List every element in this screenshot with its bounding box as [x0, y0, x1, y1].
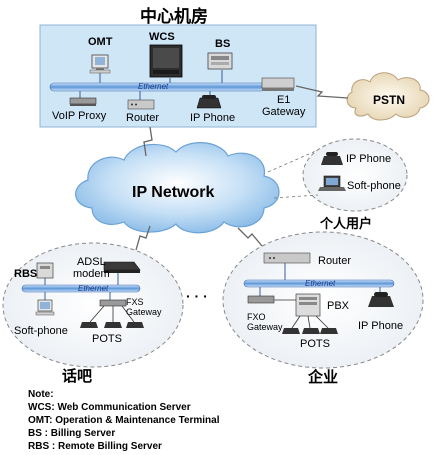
wcs-label: WCS — [149, 31, 175, 43]
note-line-omt: OMT: Operation & Maintenance Terminal — [28, 415, 220, 426]
adsl-modem-label: ADSL modem — [73, 256, 110, 280]
center-room-title: 中心机房 — [140, 7, 208, 26]
note-line-wcs: WCS: Web Communication Server — [28, 402, 191, 413]
rbs-label: RBS — [14, 268, 38, 280]
cloud-to-cafe-link — [135, 225, 151, 251]
center-to-cloud-link — [143, 126, 153, 157]
enterprise-ethernet-label: Ethernet — [305, 279, 336, 288]
fxo-gateway-icon — [247, 295, 275, 304]
pstn-cloud — [346, 72, 430, 121]
ip-network-cloud — [75, 142, 280, 234]
center-ip-phone-icon — [196, 95, 222, 109]
pbx-label: PBX — [327, 300, 350, 312]
enterprise-router-label: Router — [318, 255, 352, 267]
cafe-soft-phone-label: Soft-phone — [14, 325, 68, 337]
voip-proxy-label: VoIP Proxy — [52, 110, 107, 122]
pstn-link — [295, 85, 349, 99]
cafe-title: 话吧 — [62, 368, 93, 385]
note-line-rbs: RBS : Remote Billing Server — [28, 441, 162, 452]
note-heading: Note: — [28, 389, 54, 400]
personal-laptop-icon — [318, 175, 346, 191]
pstn-label: PSTN — [373, 93, 406, 107]
omt-computer-icon — [89, 54, 111, 74]
center-ip-phone-label: IP Phone — [190, 112, 236, 124]
cafe-pots-label: POTS — [92, 333, 122, 345]
enterprise-title: 企业 — [308, 369, 339, 386]
pbx-icon — [295, 293, 321, 317]
cafe-ethernet-label: Ethernet — [78, 284, 109, 293]
enterprise-pots-phones-icon — [282, 328, 338, 334]
personal-users-ellipse — [302, 138, 408, 212]
enterprise-ellipse — [222, 231, 424, 369]
personal-users-title: 个人用户 — [320, 216, 373, 231]
cloud-to-enterprise-link — [237, 227, 263, 247]
cafe-pots-phones-icon — [80, 322, 144, 328]
fxo-gateway-label: FXO Gateway — [247, 312, 283, 332]
adsl-modem-icon — [103, 261, 141, 273]
enterprise-ip-phone-label: IP Phone — [358, 320, 404, 332]
enterprise-ethernet-bar — [243, 279, 395, 288]
e1-gateway-icon — [261, 77, 295, 91]
omt-label: OMT — [88, 36, 113, 48]
ip-network-label: IP Network — [132, 184, 215, 201]
e1-gateway-label: E1 Gateway — [262, 94, 306, 118]
voip-proxy-icon — [69, 97, 97, 106]
rbs-server-icon — [36, 262, 54, 279]
cafe-ethernet-bar — [21, 284, 141, 293]
cafe-softphone-pc-icon — [35, 299, 55, 316]
center-ethernet-label: Ethernet — [138, 82, 169, 91]
enterprise-ip-phone-icon — [368, 292, 394, 307]
center-router-label: Router — [126, 112, 160, 124]
more-sites-dots: · · · — [186, 288, 208, 304]
bs-server-icon — [207, 52, 233, 70]
fxs-gateway-label: FXS Gateway — [126, 297, 162, 317]
personal-ip-phone-label: IP Phone — [346, 153, 392, 165]
fxs-gateway-icon — [99, 299, 127, 307]
wcs-server-icon — [149, 44, 183, 78]
personal-ip-phone-icon — [321, 152, 343, 165]
note-line-bs: BS : Billing Server — [28, 428, 116, 439]
center-router-icon — [127, 99, 155, 110]
enterprise-router-icon — [263, 252, 311, 264]
enterprise-pots-label: POTS — [300, 338, 330, 350]
personal-soft-phone-label: Soft-phone — [347, 180, 401, 192]
bs-label: BS — [215, 38, 231, 50]
